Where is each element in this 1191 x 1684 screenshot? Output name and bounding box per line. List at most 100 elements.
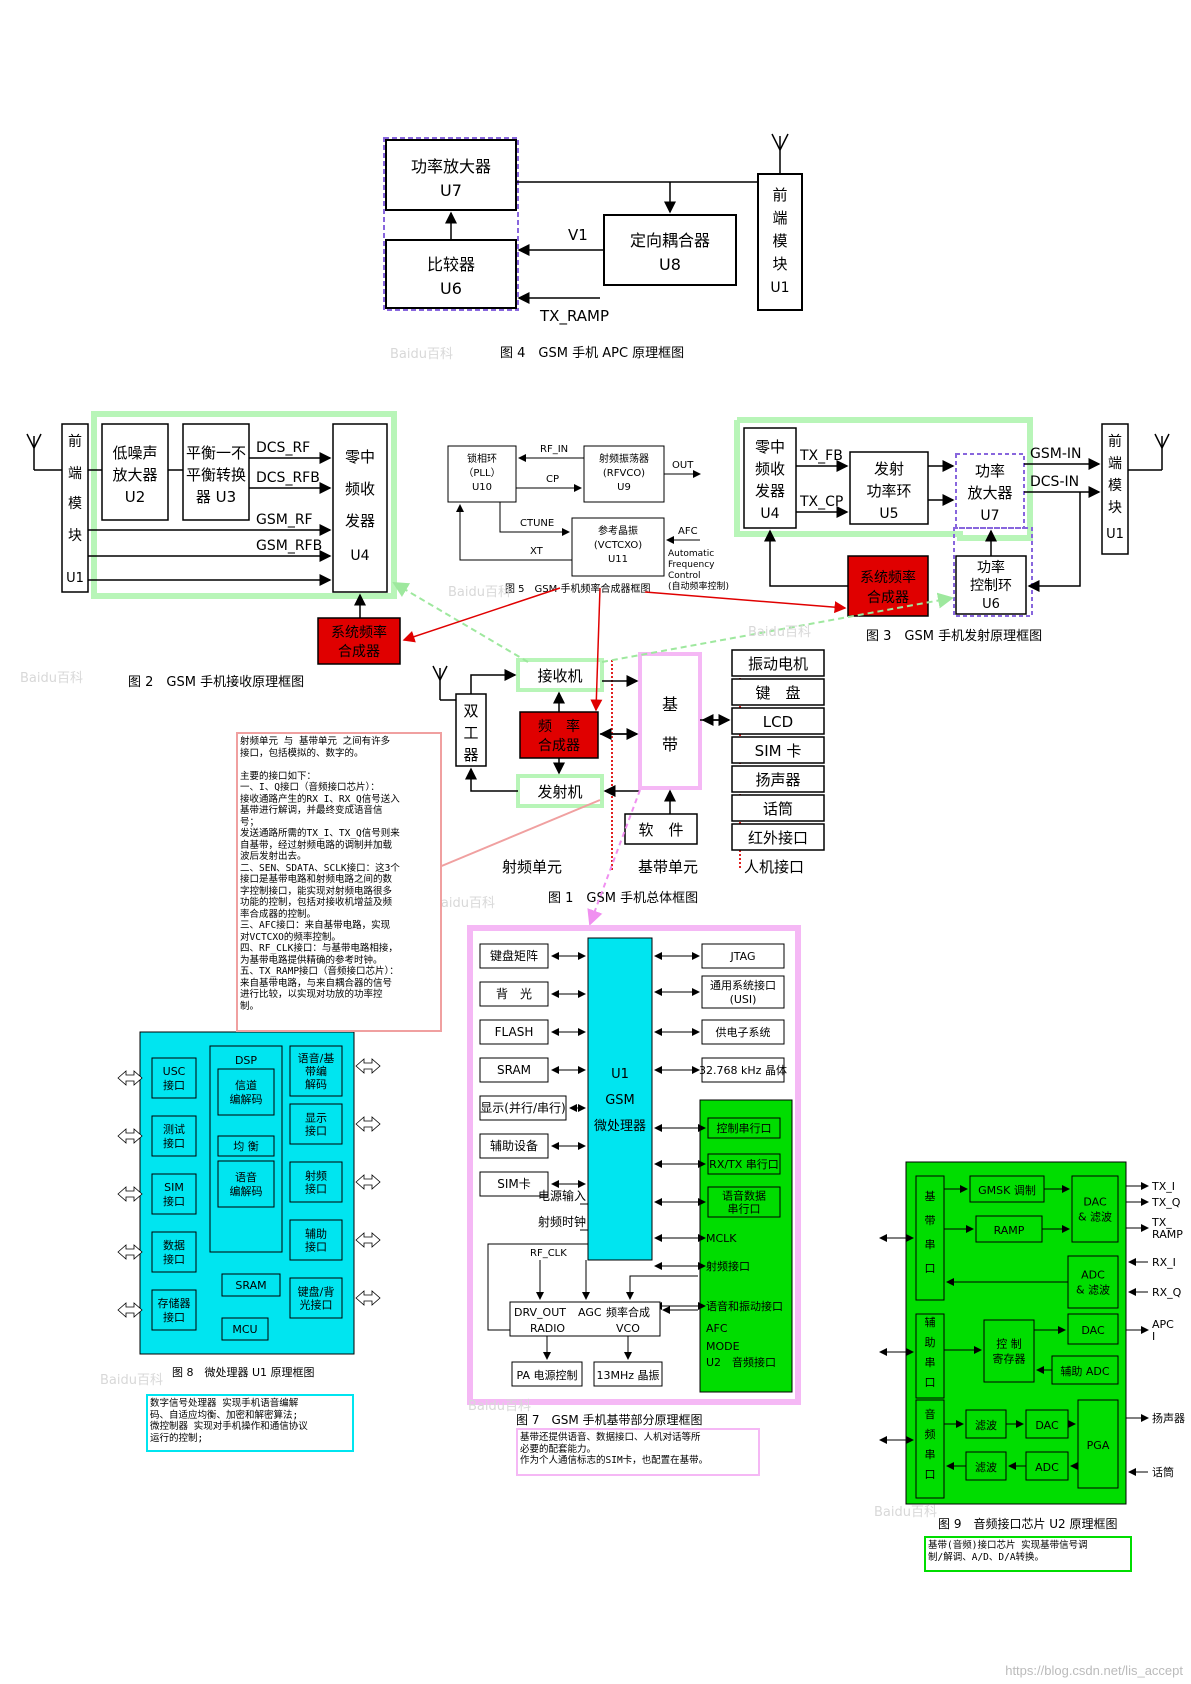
fe-char: 块 xyxy=(68,528,82,544)
zif-label: 零中 xyxy=(755,438,785,456)
fig8-dsp-label: 编解码 xyxy=(230,1092,263,1106)
pga-label: PGA xyxy=(1087,1439,1110,1452)
tx-ramp-label: TX_RAMP xyxy=(539,307,609,326)
vctcxo-id: U11 xyxy=(608,554,628,565)
fig8-right-label: 语音/基 xyxy=(298,1051,335,1065)
mcu-label: MCU xyxy=(232,1323,257,1336)
zif-label: 频收 xyxy=(755,460,785,478)
fig8-right-label: 解码 xyxy=(305,1077,327,1091)
fig8-dsp-block xyxy=(217,1068,275,1116)
fig1-overall-diagram: 双 工 器 接收机 发射机 频 率 合成器 基 带 软 件 振动电机 键 盘 xyxy=(432,649,825,906)
fe-char: 块 xyxy=(1108,500,1122,516)
hmi-item xyxy=(731,823,825,851)
front-end-module-u1-box xyxy=(61,423,89,593)
fig7-right-label: (USI) xyxy=(730,993,757,1006)
adc1-label: & 滤波 xyxy=(1076,1283,1110,1296)
fig8-caption: 图 8 微处理器 U1 原理框图 xyxy=(172,1365,315,1379)
fig7-green-label: RX/TX 串行口 xyxy=(709,1158,779,1171)
hmi-label: 话筒 xyxy=(763,800,793,818)
fig9-caption: 图 9 音频接口芯片 U2 原理框图 xyxy=(938,1516,1118,1531)
fig9-port-char: 串 xyxy=(925,1238,936,1251)
synth-label: 频率合成 xyxy=(606,1305,650,1319)
rfvco-u9-box xyxy=(583,445,665,503)
zero-if-transceiver-u4-box xyxy=(743,427,797,529)
duplexer-label: 器 xyxy=(463,746,478,764)
fig8-left-port xyxy=(151,1173,197,1215)
duplexer-label: 双 xyxy=(463,702,478,720)
fig7-left-peripheral xyxy=(479,1171,549,1197)
fig8-left-port xyxy=(151,1289,197,1331)
pa-id: U7 xyxy=(980,508,999,524)
fig7-caption: 图 7 GSM 手机基带部分原理框图 xyxy=(516,1412,703,1427)
hollow-arrow-icon xyxy=(117,1070,143,1086)
fig9-note: 基带(音频)接口芯片 实现基带信号调 制/解调、A/D、D/A转换。 xyxy=(924,1536,1132,1572)
baseband-label: 基 xyxy=(662,695,678,714)
rf-clk-label: RF_CLK xyxy=(530,1248,567,1259)
fig7-note: 基带还提供语音、数据接口、人机对话等所 必要的配套能力。 作为个人通信标志的SI… xyxy=(516,1428,760,1476)
xtal-13mhz-box xyxy=(593,1361,663,1387)
hmi-label: 扬声器 xyxy=(755,771,800,789)
watermarks: Baidu百科 Baidu百科 Baidu百科 Baidu百科 Baidu百科 … xyxy=(20,347,937,1520)
bb-unit-label: 基带单元 xyxy=(638,858,698,876)
radio-label: RADIO xyxy=(530,1322,565,1335)
fig7-left-label: 辅助设备 xyxy=(490,1139,538,1153)
fig7-left-label: SRAM xyxy=(497,1063,531,1077)
fe-char: U1 xyxy=(770,280,789,296)
cpu-label: GSM xyxy=(605,1093,635,1108)
watermark: Baidu百科 xyxy=(468,1399,531,1414)
fig7-green-label: 射频接口 xyxy=(706,1259,750,1273)
fig8-dsp-label: 编解码 xyxy=(230,1184,263,1198)
fig9-port-char: 串 xyxy=(925,1448,936,1461)
fig9-port-char: 串 xyxy=(925,1356,936,1369)
vctcxo-label: (VCTCXO) xyxy=(594,540,642,551)
sram-label: SRAM xyxy=(235,1279,266,1292)
fig7-right-label: 供电子系统 xyxy=(716,1025,771,1039)
fig8-right-port xyxy=(289,1219,343,1261)
fig8-right-label: 接口 xyxy=(305,1124,327,1137)
tx-power-loop-u5-box xyxy=(849,451,929,525)
antenna-icon xyxy=(26,433,62,471)
comparator-id: U6 xyxy=(440,279,462,298)
pll-id: U10 xyxy=(472,482,492,493)
fig8-left-port xyxy=(151,1115,197,1157)
fig3-caption: 图 3 GSM 手机发射原理框图 xyxy=(866,628,1042,644)
afc-note: (自动频率控制) xyxy=(668,580,729,592)
baseband-box xyxy=(638,652,702,790)
hmi-item xyxy=(731,707,825,735)
hmi-item xyxy=(731,736,825,764)
balun-u3-box xyxy=(182,423,250,521)
hmi-label: 振动电机 xyxy=(748,655,808,673)
ctl-reg-label: 寄存器 xyxy=(993,1351,1026,1365)
hollow-arrow-icon xyxy=(117,1244,143,1260)
hollow-arrow-icon xyxy=(355,1058,381,1074)
footer-url: https://blog.csdn.net/lis_accept xyxy=(1005,1663,1183,1678)
fig7-green-label: MODE xyxy=(706,1340,740,1353)
fig8-right-label: 接口 xyxy=(305,1182,327,1195)
fig7-right-peripheral xyxy=(701,1057,785,1083)
fe-char: 模 xyxy=(68,496,82,512)
hmi-item xyxy=(731,765,825,793)
pa-label: 放大器 xyxy=(967,484,1012,502)
fig7-right-label: JTAG xyxy=(730,950,756,963)
directional-coupler-u8-box xyxy=(603,214,737,286)
fe-char: 前 xyxy=(68,433,82,450)
pll-u10-box xyxy=(447,445,517,503)
aux-port-box xyxy=(915,1313,945,1399)
watermark: Baidu百科 xyxy=(874,1505,937,1520)
fig1-caption: 图 1 GSM 手机总体框图 xyxy=(548,891,698,906)
ctl-id: U6 xyxy=(982,597,1000,612)
watermark: Baidu百科 xyxy=(390,347,453,362)
power-amplifier-u7-box xyxy=(385,139,517,211)
rfvco-id: U9 xyxy=(617,482,631,493)
fig8-right-port xyxy=(289,1103,343,1145)
fig9-port-char: 基 xyxy=(925,1190,936,1203)
vctcxo-label: 参考晶振 xyxy=(598,524,638,537)
fig8-left-label: 测试 xyxy=(163,1123,185,1136)
vctcxo-u11-box xyxy=(571,517,665,577)
gsm-rfb-label: GSM_RFB xyxy=(256,538,322,554)
fig9-port-char: 助 xyxy=(925,1335,936,1349)
vco-label: VCO xyxy=(616,1322,640,1335)
xtal13-label: 13MHz 晶振 xyxy=(596,1368,659,1382)
fig9-port-char: 频 xyxy=(925,1427,936,1441)
